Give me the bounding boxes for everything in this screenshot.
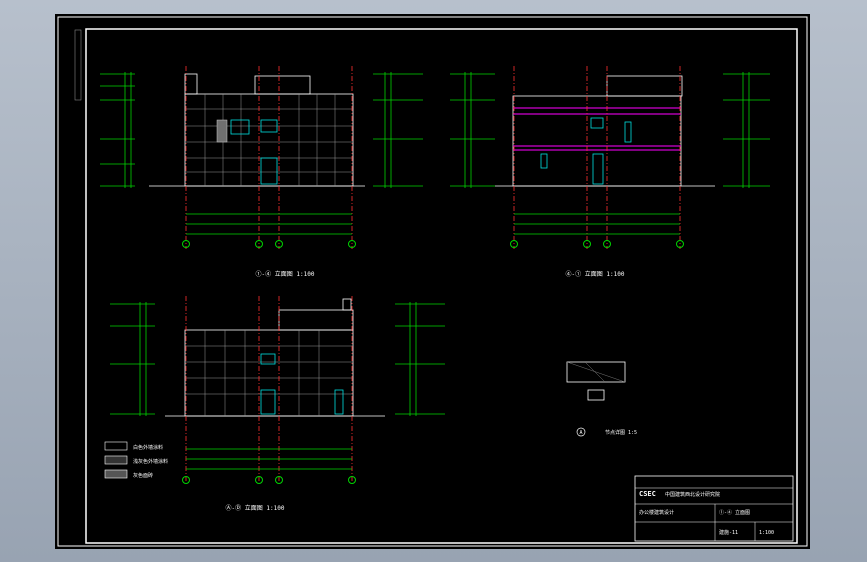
legend-swatch-1 xyxy=(104,441,128,451)
outer-frame xyxy=(57,16,808,547)
legend-swatch-2 xyxy=(104,455,128,465)
title-block: CSEC 中国建筑西北设计研究院 办公楼建筑设计 ①-④ 立面图 建施-11 1… xyxy=(634,475,794,542)
material-legend: 白色外墙涂料 浅灰色外墙涂料 灰色面砖 xyxy=(104,441,168,479)
elevation-1-caption: ①-④ 立面图 1:100 xyxy=(256,270,315,278)
detail-marker xyxy=(576,427,586,437)
cad-drawing-canvas[interactable]: ①-④ 立面图 1:100 xyxy=(55,14,810,549)
level-markers-left-1 xyxy=(100,72,135,188)
scale: 1:100 xyxy=(759,530,774,536)
elevation-3-caption: Ⓐ-Ⓓ 立面图 1:100 xyxy=(226,504,285,512)
axis-markers-2 xyxy=(510,240,684,248)
project-name: 办公楼建筑设计 xyxy=(639,509,674,516)
detail-marker-label: A xyxy=(579,430,582,436)
axis-marker-1c xyxy=(275,240,283,248)
elevation-2 xyxy=(450,66,770,249)
company-logo: CSEC xyxy=(639,490,656,498)
elevation-3 xyxy=(110,296,445,482)
axis-marker-1d xyxy=(348,240,356,248)
elevation-1 xyxy=(100,66,423,249)
legend-label-3: 灰色面砖 xyxy=(133,472,153,479)
axis-marker-1b xyxy=(255,240,263,248)
detail-caption: 节点详图 1:5 xyxy=(605,429,637,436)
drawing-number: 建施-11 xyxy=(719,529,738,536)
drawing-title: ①-④ 立面图 xyxy=(719,509,750,516)
axis-markers-1 xyxy=(182,240,356,248)
legend-label-1: 白色外墙涂料 xyxy=(133,444,163,451)
axis-markers-3 xyxy=(182,476,356,484)
elevation-2-caption: ④-① 立面图 1:100 xyxy=(566,270,625,278)
drawing-sheet: ①-④ 立面图 1:100 xyxy=(55,14,810,549)
inner-frame xyxy=(85,28,798,544)
company-name: 中国建筑西北设计研究院 xyxy=(665,491,720,498)
legend-label-2: 浅灰色外墙涂料 xyxy=(133,458,168,465)
node-detail: A 节点详图 1:5 xyxy=(566,361,637,437)
binding-margin-note xyxy=(74,29,82,101)
legend-swatch-3 xyxy=(104,469,128,479)
axis-marker-1a xyxy=(182,240,190,248)
